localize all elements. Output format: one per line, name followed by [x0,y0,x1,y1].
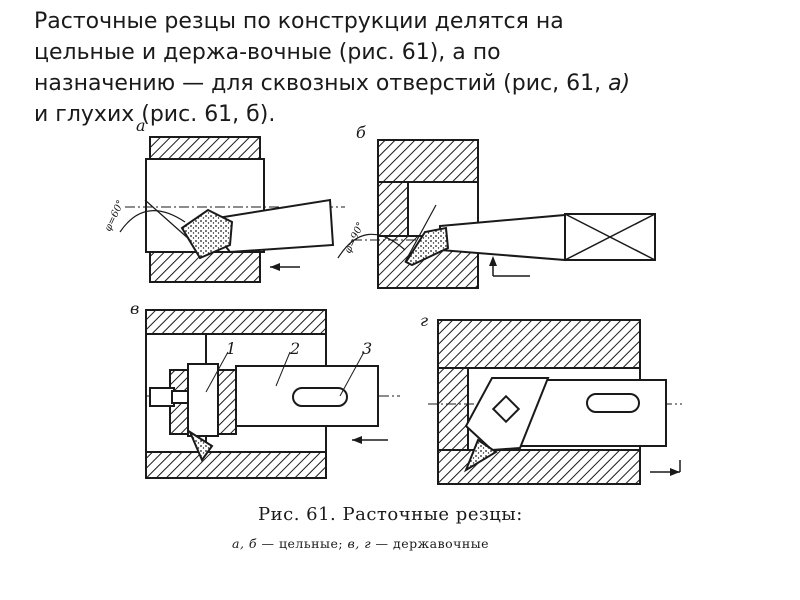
panel-g-holder-cutter [428,319,682,485]
label-g: г [420,311,428,330]
slide-line-3: назначению — для сквозных отверстий (рис… [34,71,609,96]
caption-holder: — державочные [371,536,490,551]
panel-a-through-hole [119,136,345,283]
caption-solid: — цельные; [257,536,348,551]
figure-caption-subtitle: а, б — цельные; в, г — державочные [232,536,489,551]
part-label-3: 3 [362,339,372,358]
slide-line-4: и глухих (рис. 61, б). [34,102,276,127]
caption-vg: в, г [347,536,372,551]
caption-ab: а, б [232,536,258,551]
panel-v-holder-cutter [145,309,400,479]
label-b: б [356,123,366,142]
slide-body-text: Расточные резцы по конструкции делятся н… [34,6,774,130]
figure-caption-title: Рис. 61. Расточные резцы: [258,504,523,525]
label-v: в [130,299,139,318]
angle-label-b: φ=90° [343,221,367,256]
slide-line-3-italic: а) [608,71,631,96]
slide-line-1: Расточные резцы по конструкции делятся н… [34,9,564,34]
slide-line-2: цельные и держа-вочные (рис. 61), а по [34,40,501,65]
part-label-2: 2 [289,339,300,358]
part-label-1: 1 [226,339,236,358]
panel-b-blind-hole [337,139,656,289]
label-a: а [136,116,146,135]
